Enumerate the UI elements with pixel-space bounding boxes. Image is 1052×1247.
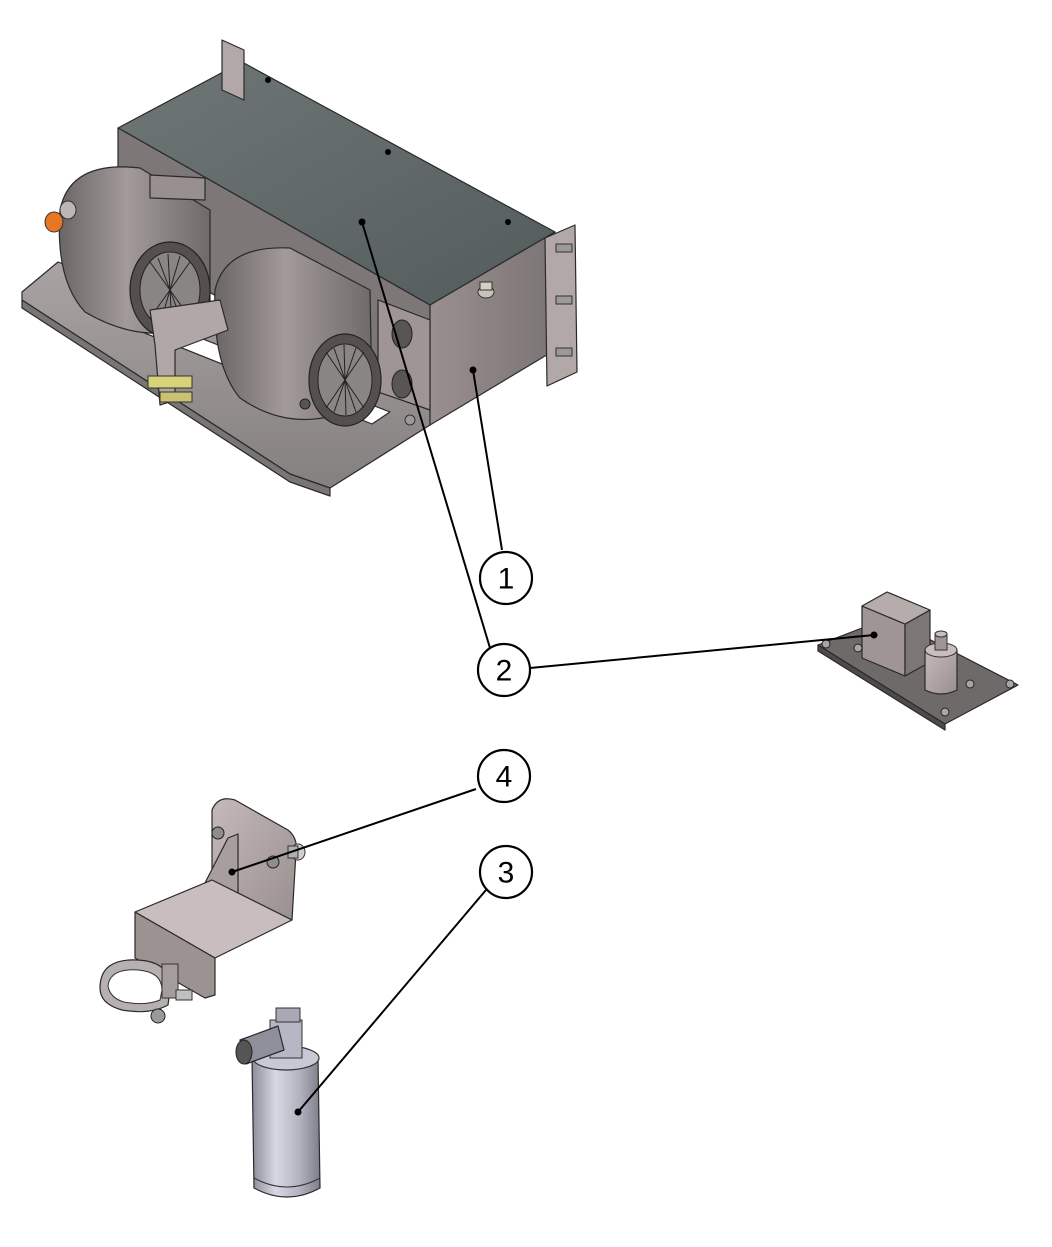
callout-1: 1 <box>478 550 534 606</box>
leader-lines <box>231 221 875 1113</box>
leader-2b <box>529 634 875 669</box>
callout-label-1: 1 <box>498 563 515 596</box>
pipe-clamp <box>99 959 193 1024</box>
leader-4 <box>231 788 477 873</box>
flange-studs <box>555 243 573 357</box>
callout-4: 4 <box>476 748 532 804</box>
orange-fitting <box>44 200 77 233</box>
pressure-switch <box>924 630 958 695</box>
drier-body <box>251 1057 321 1198</box>
callout-2: 2 <box>476 642 532 698</box>
leader-1 <box>472 369 503 551</box>
callout-3: 3 <box>478 844 534 900</box>
receiver-drier <box>235 1007 321 1198</box>
callout-label-4: 4 <box>496 761 513 794</box>
top-flange <box>221 39 245 101</box>
base-frame-front-lip <box>21 299 331 497</box>
wing-nut <box>477 281 495 299</box>
blower-unit <box>21 39 578 497</box>
bracket-front-lip <box>134 911 216 999</box>
leader-2a <box>361 221 491 649</box>
mounting-bracket <box>99 798 306 1024</box>
mounting-flange <box>544 224 578 387</box>
control-module <box>817 591 1019 731</box>
callout-label-2: 2 <box>496 655 513 688</box>
callout-label-3: 3 <box>498 857 515 890</box>
leader-3 <box>297 889 487 1113</box>
electrical-connector <box>147 375 193 403</box>
control-box-top <box>861 591 931 625</box>
target-dots <box>228 218 878 1116</box>
blower-right <box>214 247 382 427</box>
mounting-plate-edge <box>817 644 946 731</box>
relay-block <box>149 174 206 201</box>
